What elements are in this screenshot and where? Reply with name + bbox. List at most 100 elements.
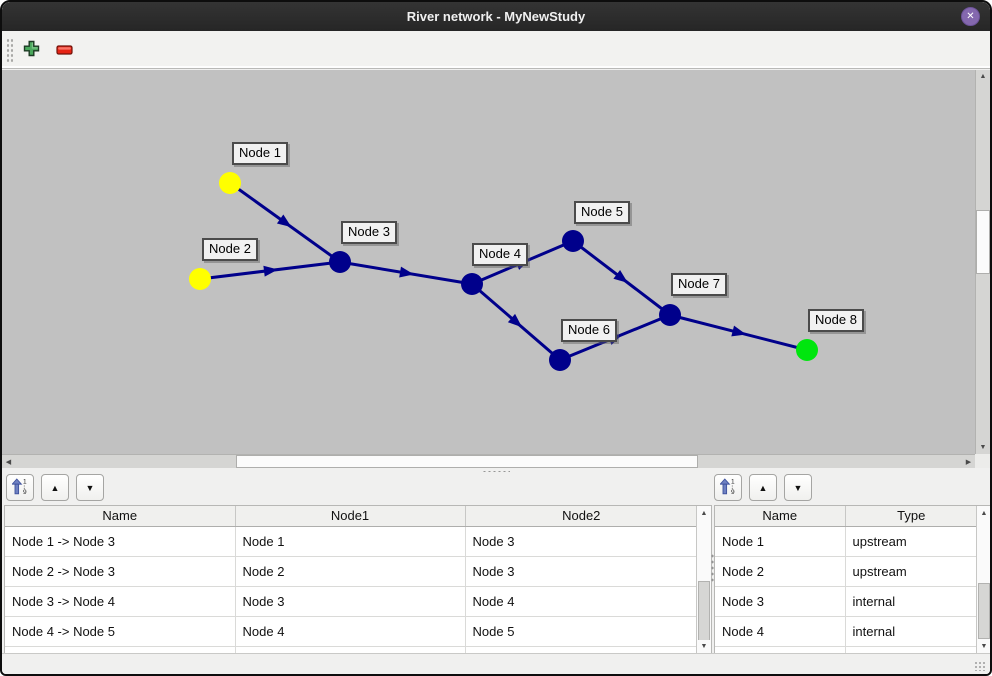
move-down-edges-button[interactable]: ▼: [76, 474, 104, 501]
table-cell[interactable]: [715, 646, 846, 653]
table-cell[interactable]: Node 1 -> Node 3: [5, 526, 236, 557]
column-header[interactable]: Node2: [465, 506, 697, 527]
node-6-circle[interactable]: [549, 349, 571, 371]
edge-table-scroll-thumb[interactable]: [698, 581, 710, 643]
add-button[interactable]: [19, 38, 43, 62]
horizontal-scroll-thumb[interactable]: [236, 455, 698, 468]
svg-text:1: 1: [23, 478, 27, 485]
column-header[interactable]: Node1: [235, 506, 466, 527]
flow-arrow-icon: [263, 265, 278, 277]
scroll-down-icon[interactable]: ▼: [977, 640, 990, 652]
node-table-scrollbar[interactable]: ▲ ▼: [976, 506, 990, 653]
table-cell[interactable]: Node 3: [715, 586, 846, 617]
table-cell[interactable]: Node 3: [465, 556, 697, 587]
toolbar-drag-handle[interactable]: [6, 38, 13, 62]
canvas-horizontal-scrollbar[interactable]: ◀ ▶: [2, 454, 975, 468]
window-title: River network - MyNewStudy: [406, 9, 586, 24]
table-cell[interactable]: [5, 646, 236, 653]
column-header[interactable]: Name: [5, 506, 236, 527]
table-cell[interactable]: Node 5: [465, 616, 697, 647]
table-cell[interactable]: Node 4 -> Node 5: [5, 616, 236, 647]
scroll-up-icon[interactable]: ▲: [977, 507, 990, 519]
node-4-circle[interactable]: [461, 273, 483, 295]
node-5-circle[interactable]: [562, 230, 584, 252]
table-cell[interactable]: Node 2 -> Node 3: [5, 556, 236, 587]
table-cell[interactable]: Node 1: [715, 526, 846, 557]
table-cell[interactable]: Node 1: [235, 526, 466, 557]
table-cell[interactable]: Node 2: [235, 556, 466, 587]
scroll-up-icon[interactable]: ▲: [697, 507, 711, 519]
node-table-toolbar: 1 9 ▲ ▼: [714, 474, 812, 501]
move-down-nodes-button[interactable]: ▼: [784, 474, 812, 501]
canvas[interactable]: ▲ ▼ ◀ ▶ Node 1 Node 2 Node 3 Node 4 Node 5 No…: [2, 70, 990, 468]
vertical-splitter[interactable]: [710, 553, 715, 583]
table-cell[interactable]: [465, 646, 697, 653]
node-3-circle[interactable]: [329, 251, 351, 273]
node-5-label[interactable]: Node 5: [574, 201, 630, 224]
up-arrow-icon: ▲: [758, 482, 768, 493]
sort-nodes-button[interactable]: 1 9: [714, 474, 742, 501]
table-cell[interactable]: Node 3: [235, 586, 466, 617]
node-2-circle[interactable]: [189, 268, 211, 290]
table-cell[interactable]: [845, 646, 977, 653]
vertical-scroll-thumb[interactable]: [976, 210, 990, 274]
close-button[interactable]: ✕: [961, 7, 980, 26]
table-cell[interactable]: upstream: [845, 556, 977, 587]
table-cell[interactable]: Node 2: [715, 556, 846, 587]
column-header[interactable]: Name: [715, 506, 846, 527]
sort-edges-button[interactable]: 1 9: [6, 474, 34, 501]
table-cell[interactable]: internal: [845, 586, 977, 617]
horizontal-splitter[interactable]: [2, 468, 990, 474]
canvas-vertical-scrollbar[interactable]: ▲ ▼: [975, 70, 990, 454]
node-8-label[interactable]: Node 8: [808, 309, 864, 332]
table-cell[interactable]: upstream: [845, 526, 977, 557]
move-up-nodes-button[interactable]: ▲: [749, 474, 777, 501]
table-cell[interactable]: Node 4: [235, 616, 466, 647]
scroll-down-icon[interactable]: ▼: [976, 441, 990, 454]
node-table-scroll-thumb[interactable]: [978, 583, 990, 639]
svg-text:9: 9: [23, 489, 27, 495]
column-header[interactable]: Type: [845, 506, 977, 527]
table-cell[interactable]: Node 4: [465, 586, 697, 617]
scroll-up-icon[interactable]: ▲: [976, 70, 990, 83]
node-1-label[interactable]: Node 1: [232, 142, 288, 165]
sort-ascending-icon: 1 9: [11, 477, 28, 498]
table-cell[interactable]: Node 4: [715, 616, 846, 647]
svg-text:9: 9: [731, 489, 735, 495]
remove-button[interactable]: [52, 38, 76, 62]
table-cell[interactable]: Node 3 -> Node 4: [5, 586, 236, 617]
minus-icon: [55, 43, 73, 58]
edge-table-scrollbar[interactable]: ▲ ▼: [696, 506, 711, 653]
scroll-left-icon[interactable]: ◀: [2, 455, 15, 468]
table-cell[interactable]: internal: [845, 616, 977, 647]
node-2-label[interactable]: Node 2: [202, 238, 258, 261]
node-8-circle[interactable]: [796, 339, 818, 361]
move-up-edges-button[interactable]: ▲: [41, 474, 69, 501]
scroll-right-icon[interactable]: ▶: [962, 455, 975, 468]
close-icon: ✕: [966, 11, 975, 22]
down-arrow-icon: ▼: [793, 482, 803, 493]
table-row[interactable]: [715, 646, 977, 653]
node-3-label[interactable]: Node 3: [341, 221, 397, 244]
scroll-down-icon[interactable]: ▼: [697, 640, 711, 652]
flow-arrow-icon: [731, 325, 747, 337]
node-7-circle[interactable]: [659, 304, 681, 326]
node-6-label[interactable]: Node 6: [561, 319, 617, 342]
table-cell[interactable]: [235, 646, 466, 653]
node-1-circle[interactable]: [219, 172, 241, 194]
table-cell[interactable]: Node 3: [465, 526, 697, 557]
node-4-label[interactable]: Node 4: [472, 243, 528, 266]
table-row[interactable]: [5, 646, 697, 653]
plus-icon: [23, 40, 40, 60]
resize-grip-icon[interactable]: [974, 661, 986, 671]
node-7-label[interactable]: Node 7: [671, 273, 727, 296]
